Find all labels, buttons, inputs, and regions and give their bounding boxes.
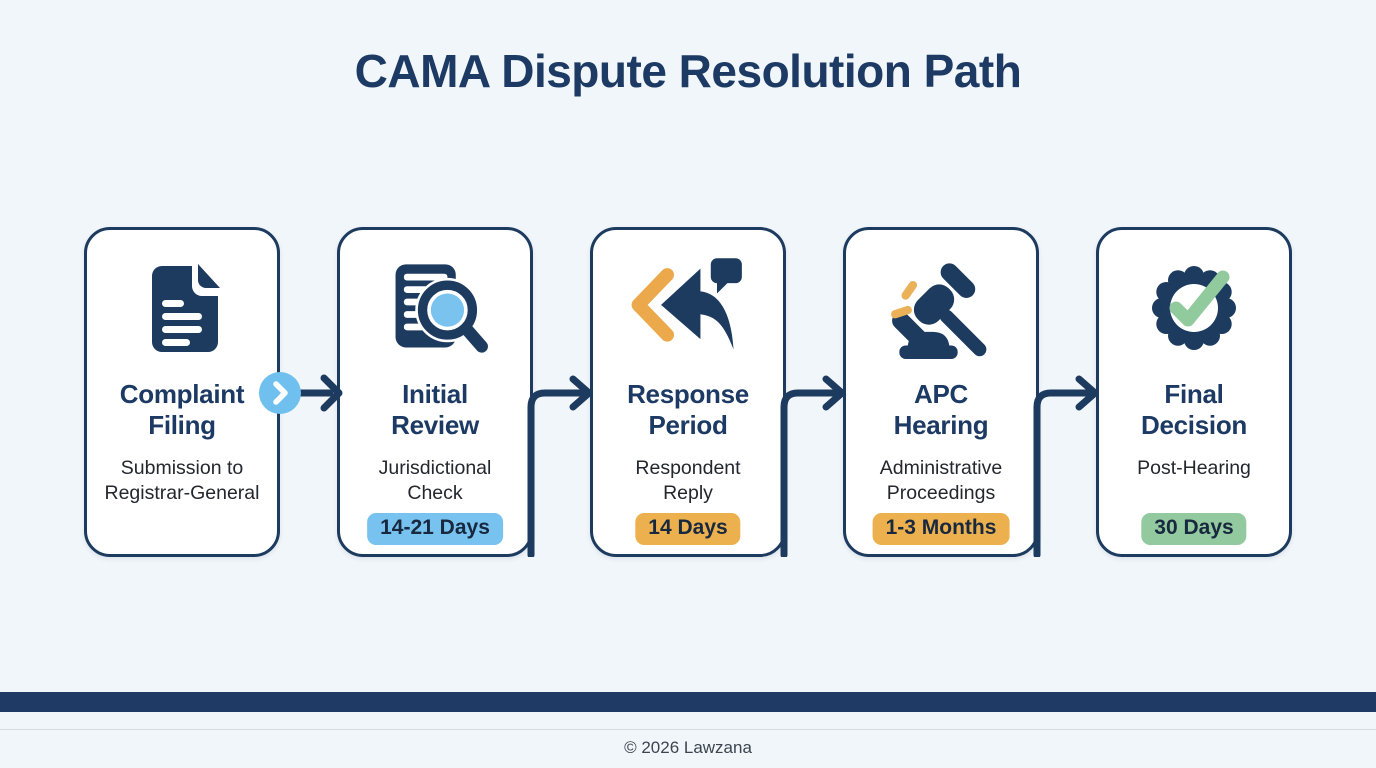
duration-badge: 30 Days [1141, 513, 1247, 545]
reply-arrow-icon [593, 250, 783, 366]
step-subtitle: Jurisdictional Check [340, 456, 530, 506]
step-card-initial-review: Initial Review Jurisdictional Check 14-2… [337, 227, 533, 557]
connector-arrow-4 [1033, 375, 1099, 557]
rosette-check-icon [1152, 266, 1236, 350]
step-title: Response Period [593, 379, 783, 441]
step-subtitle-line2: Proceedings [886, 482, 996, 504]
footer-divider [0, 729, 1376, 730]
step-title: Initial Review [340, 379, 530, 441]
step-title-line1: Response [627, 379, 749, 409]
connector-arrow-3 [780, 375, 846, 557]
step-title-line1: Initial [402, 379, 468, 409]
gavel-icon [846, 250, 1036, 366]
step-subtitle: Respondent Reply [593, 456, 783, 506]
step-title-line1: APC [914, 379, 968, 409]
reply-arrow-icon [631, 258, 742, 350]
step-title: APC Hearing [846, 379, 1036, 441]
duration-badge: 14-21 Days [367, 513, 503, 545]
document-search-icon [340, 250, 530, 366]
step-subtitle-line1: Respondent [635, 457, 741, 479]
document-search-icon [395, 264, 488, 353]
step-title-line2: Filing [148, 410, 216, 440]
step-title-line1: Final [1164, 379, 1224, 409]
step-subtitle-line2: Check [407, 482, 463, 504]
rosette-check-icon [1099, 250, 1289, 366]
step-card-final-decision: Final Decision Post-Hearing 30 Days [1096, 227, 1292, 557]
duration-badge: 14 Days [635, 513, 741, 545]
document-icon [152, 264, 220, 352]
step-title: Final Decision [1099, 379, 1289, 441]
step-title-line2: Decision [1141, 410, 1247, 440]
step-subtitle: Post-Hearing [1099, 456, 1289, 481]
step-subtitle: Submission to Registrar-General [87, 456, 277, 506]
step-card-complaint-filing: Complaint Filing Submission to Registrar… [84, 227, 280, 557]
step-title-line2: Period [648, 410, 728, 440]
flow-row: Complaint Filing Submission to Registrar… [84, 227, 1292, 557]
step-subtitle-line2: Reply [663, 482, 713, 504]
step-subtitle-line1: Jurisdictional [378, 457, 492, 479]
step-card-apc-hearing: APC Hearing Administrative Proceedings 1… [843, 227, 1039, 557]
step-subtitle-line1: Submission to [120, 457, 244, 479]
duration-badge: 1-3 Months [872, 513, 1010, 545]
footer-accent-bar [0, 692, 1376, 712]
step-title: Complaint Filing [87, 379, 277, 441]
step-subtitle-line1: Administrative [879, 457, 1003, 479]
connector-arrow-2 [527, 375, 593, 557]
page-title: CAMA Dispute Resolution Path [354, 45, 1022, 97]
gavel-icon [891, 263, 987, 359]
step-card-response-period: Response Period Respondent Reply 14 Days [590, 227, 786, 557]
step-title-line2: Review [391, 410, 479, 440]
document-icon [87, 250, 277, 366]
step-subtitle-line2: Registrar-General [104, 482, 260, 504]
footer-copyright: © 2026 Lawzana [624, 738, 752, 757]
step-title-line2: Hearing [893, 410, 989, 440]
step-title-line1: Complaint [119, 379, 245, 409]
step-subtitle-line1: Post-Hearing [1137, 457, 1251, 479]
step-subtitle: Administrative Proceedings [846, 456, 1036, 506]
